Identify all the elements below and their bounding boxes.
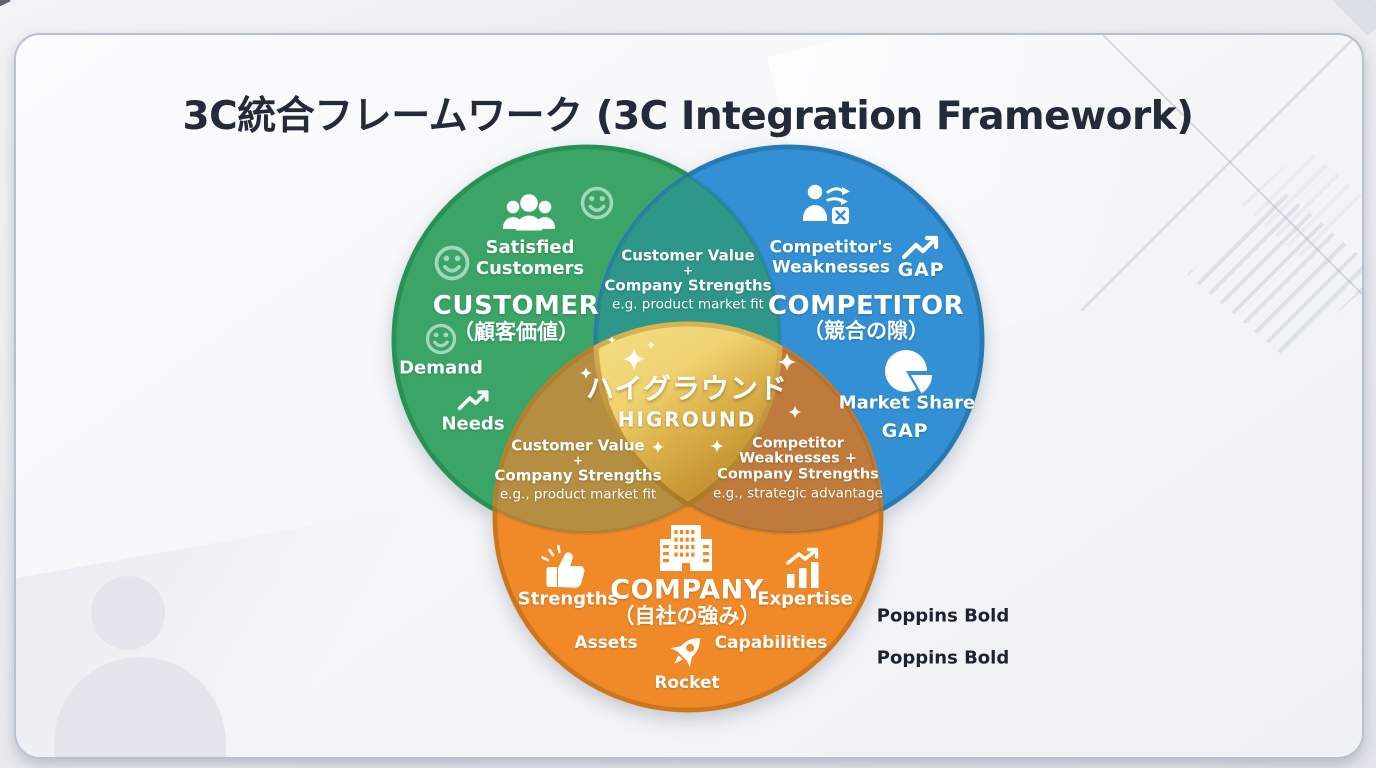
person-silhouette-watermark	[91, 576, 165, 650]
top-right-band-decoration	[1331, 0, 1376, 36]
slide-card	[14, 33, 1364, 759]
corner-artifact	[0, 0, 11, 7]
